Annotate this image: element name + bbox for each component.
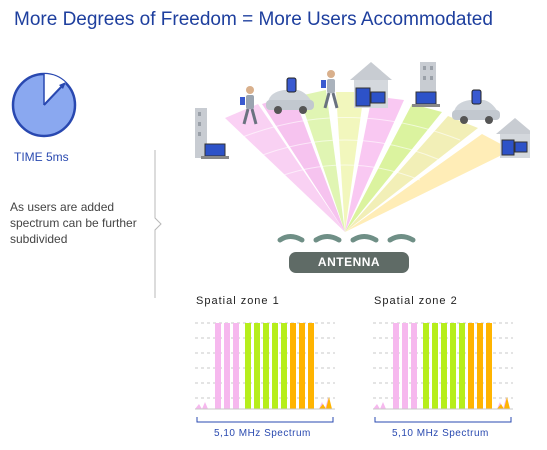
home-pc-icon xyxy=(350,62,392,108)
spectrum-chart-zone-2 xyxy=(373,322,513,423)
time-label: TIME 5ms xyxy=(14,150,69,164)
laptop-building-icon xyxy=(412,62,440,107)
beam-arcs xyxy=(234,117,461,181)
beam-5 xyxy=(345,96,404,232)
beam-7 xyxy=(345,116,478,232)
car-user-icon xyxy=(452,89,500,124)
car-user-icon xyxy=(266,77,314,114)
beam-8 xyxy=(345,134,512,232)
clock-icon xyxy=(11,72,77,138)
description-text: As users are added spectrum can be furth… xyxy=(10,200,137,246)
beam-diagram xyxy=(195,62,530,243)
beam-fan xyxy=(225,90,512,232)
spectrum-bars xyxy=(215,323,314,409)
beam-3 xyxy=(299,90,345,232)
laptop-building-icon xyxy=(195,108,229,159)
zone-1-title: Spatial zone 1 xyxy=(196,295,280,307)
beam-4 xyxy=(336,92,364,232)
antenna-label: ANTENNA xyxy=(289,252,409,273)
zone-2-title: Spatial zone 2 xyxy=(374,295,458,307)
bracket-divider xyxy=(154,150,162,298)
walking-user-icon xyxy=(240,86,258,125)
zone-2-spectrum-label: 5,10 MHz Spectrum xyxy=(392,428,489,439)
beam-2 xyxy=(262,94,345,232)
spectrum-chart-zone-1 xyxy=(195,322,335,423)
walking-user-icon xyxy=(321,70,339,109)
spectrum-bars xyxy=(393,323,492,409)
home-pc-icon xyxy=(496,118,530,158)
beam-6 xyxy=(345,104,442,232)
antenna-icon xyxy=(277,234,416,243)
beam-1 xyxy=(225,104,345,232)
page-title: More Degrees of Freedom = More Users Acc… xyxy=(14,9,493,30)
zone-1-spectrum-label: 5,10 MHz Spectrum xyxy=(214,428,311,439)
